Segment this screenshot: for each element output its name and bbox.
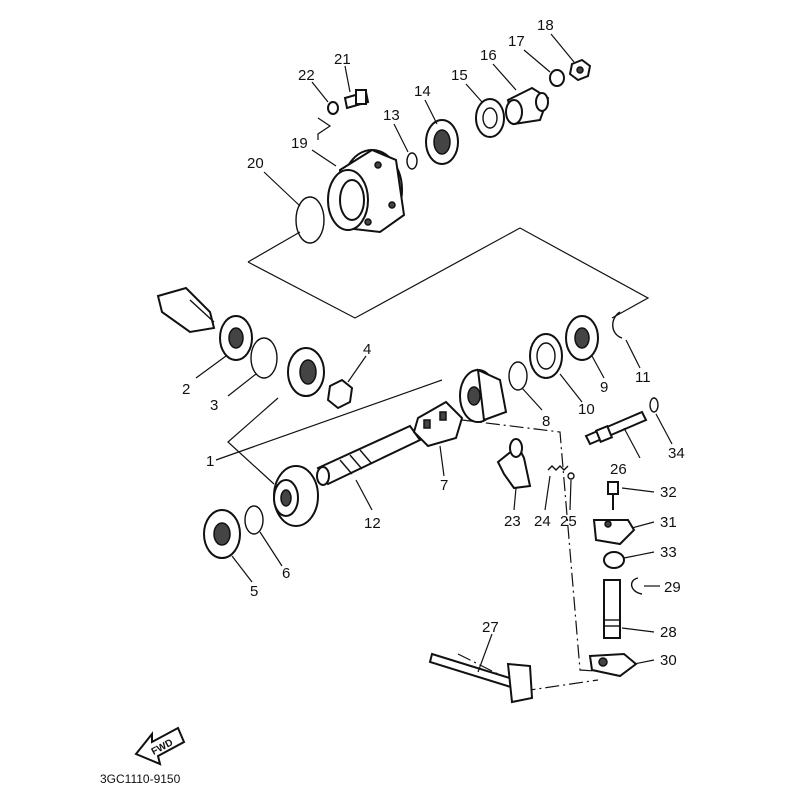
callout-30: 30 bbox=[660, 652, 677, 669]
drawing-code: 3GC1110-9150 bbox=[100, 772, 181, 786]
callout-15: 15 bbox=[451, 67, 468, 84]
part-1-gear-right bbox=[459, 368, 508, 423]
callout-32: 32 bbox=[660, 484, 677, 501]
part-28-shaft bbox=[603, 579, 655, 639]
part-7-dog-clutch bbox=[412, 400, 464, 477]
callout-33: 33 bbox=[660, 544, 677, 561]
callout-27: 27 bbox=[482, 619, 499, 636]
part-14-bearing bbox=[424, 99, 459, 165]
part-19-housing bbox=[311, 148, 406, 234]
part-10-bearing-race bbox=[529, 333, 583, 403]
callout-12: 12 bbox=[364, 515, 381, 532]
part-27-shift-rod bbox=[428, 633, 534, 704]
part-3-shim bbox=[227, 337, 278, 397]
callout-4: 4 bbox=[363, 341, 371, 358]
callout-1: 1 bbox=[206, 453, 214, 470]
part-11-circlip bbox=[612, 311, 641, 369]
part-23-shift-fork bbox=[496, 438, 532, 511]
part-17-washer bbox=[523, 49, 565, 87]
part-16-yoke bbox=[492, 63, 550, 126]
part-4-nut bbox=[326, 355, 367, 410]
part-22-washer bbox=[311, 81, 339, 115]
part-6-shim bbox=[244, 505, 283, 567]
shaft-assembly-left bbox=[156, 286, 216, 334]
part-15-oil-seal bbox=[465, 83, 505, 138]
callout-21: 21 bbox=[334, 51, 351, 68]
part-9-bearing bbox=[565, 315, 605, 379]
part-34-o-ring bbox=[649, 397, 673, 445]
part-30-lever bbox=[588, 652, 655, 678]
part-12-main-shaft bbox=[316, 424, 422, 511]
group-outline-upper-left bbox=[247, 231, 301, 263]
part-32-bolt bbox=[607, 481, 655, 510]
forward-direction-arrow: FWD bbox=[134, 726, 186, 766]
part-1-callout-line bbox=[215, 379, 443, 461]
callout-18: 18 bbox=[537, 17, 554, 34]
callout-25: 25 bbox=[560, 513, 577, 530]
callout-2: 2 bbox=[182, 381, 190, 398]
callout-6: 6 bbox=[282, 565, 290, 582]
reference-line-right bbox=[461, 419, 611, 673]
part-21-bolt bbox=[343, 65, 370, 110]
part-5-bearing bbox=[203, 509, 253, 583]
callout-24: 24 bbox=[534, 513, 551, 530]
callout-16: 16 bbox=[480, 47, 497, 64]
callout-8: 8 bbox=[542, 413, 550, 430]
callout-20: 20 bbox=[247, 155, 264, 172]
part-18-nut bbox=[550, 33, 592, 82]
callout-28: 28 bbox=[660, 624, 677, 641]
part-1-leader bbox=[227, 397, 279, 485]
callout-5: 5 bbox=[250, 583, 258, 600]
part-8-shim bbox=[508, 361, 543, 411]
part-13-circlip bbox=[393, 123, 418, 170]
callout-7: 7 bbox=[440, 477, 448, 494]
callout-13: 13 bbox=[383, 107, 400, 124]
part-33-collar bbox=[603, 551, 655, 569]
callout-17: 17 bbox=[508, 33, 525, 50]
callout-34: 34 bbox=[668, 445, 685, 462]
callout-3: 3 bbox=[210, 397, 218, 414]
part-1-gear-lower bbox=[273, 465, 319, 527]
part-25-ball bbox=[567, 472, 575, 511]
callout-14: 14 bbox=[414, 83, 431, 100]
callout-9: 9 bbox=[600, 379, 608, 396]
callout-23: 23 bbox=[504, 513, 521, 530]
callout-11: 11 bbox=[635, 369, 651, 386]
part-20-o-ring bbox=[263, 171, 325, 244]
part-24-spring bbox=[544, 465, 569, 511]
callout-29: 29 bbox=[664, 579, 681, 596]
callout-31: 31 bbox=[660, 514, 677, 531]
part-2-bearing bbox=[195, 315, 253, 379]
callout-26: 26 bbox=[610, 461, 627, 478]
part-31-plate bbox=[592, 519, 655, 546]
callout-22: 22 bbox=[298, 67, 315, 84]
callout-19: 19 bbox=[291, 135, 308, 152]
part-26-shift-shaft bbox=[584, 410, 648, 459]
part-29-circlip bbox=[631, 577, 660, 595]
part-1-gear-upper bbox=[287, 347, 325, 397]
callout-10: 10 bbox=[578, 401, 595, 418]
group-outline-upper bbox=[247, 117, 650, 319]
